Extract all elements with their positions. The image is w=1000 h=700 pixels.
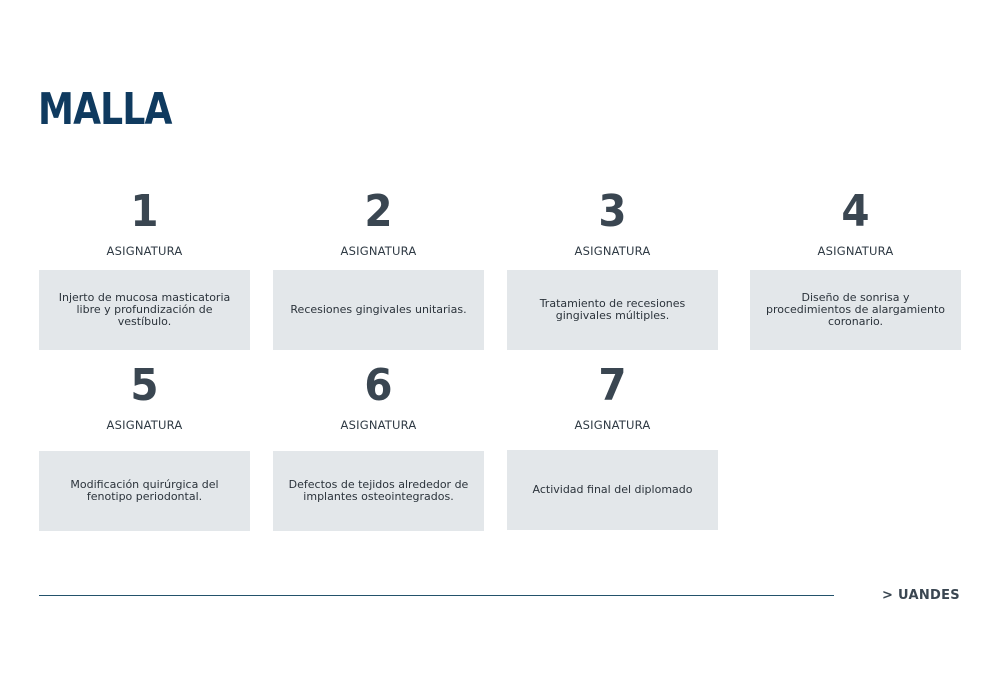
module-number: 7 — [598, 360, 627, 411]
module-number: 6 — [364, 360, 393, 411]
footer-divider — [39, 595, 834, 596]
module-description: Tratamiento de recesiones gingivales múl… — [539, 297, 686, 322]
module-description: Recesiones gingivales unitarias. — [290, 303, 467, 316]
module-label: ASIGNATURA — [340, 244, 417, 258]
brand-logo: > UANDES — [882, 588, 960, 603]
module-4-card: Diseño de sonrisa y procedimientos de al… — [750, 270, 961, 350]
module-label: ASIGNATURA — [106, 244, 183, 258]
module-4-header: 4 ASIGNATURA — [750, 190, 961, 260]
page-title: MALLA — [38, 84, 172, 135]
module-6-header: 6 ASIGNATURA — [273, 364, 484, 434]
module-1-card: Injerto de mucosa masticatoria libre y p… — [39, 270, 250, 350]
module-5-card: Modificación quirúrgica del fenotipo per… — [39, 451, 250, 531]
module-3-card: Tratamiento de recesiones gingivales múl… — [507, 270, 718, 350]
module-label: ASIGNATURA — [340, 418, 417, 432]
module-3-header: 3 ASIGNATURA — [507, 190, 718, 260]
module-2-header: 2 ASIGNATURA — [273, 190, 484, 260]
module-number: 4 — [841, 186, 870, 237]
module-description: Actividad final del diplomado — [532, 483, 693, 496]
module-description: Modificación quirúrgica del fenotipo per… — [70, 478, 219, 503]
module-7-card: Actividad final del diplomado — [507, 450, 718, 530]
module-description: Defectos de tejidos alrededor de implant… — [288, 478, 469, 503]
module-label: ASIGNATURA — [574, 244, 651, 258]
module-number: 3 — [598, 186, 627, 237]
module-5-header: 5 ASIGNATURA — [39, 364, 250, 434]
module-number: 1 — [130, 186, 159, 237]
module-label: ASIGNATURA — [574, 418, 651, 432]
module-number: 5 — [130, 360, 159, 411]
module-6-card: Defectos de tejidos alrededor de implant… — [273, 451, 484, 531]
module-7-header: 7 ASIGNATURA — [507, 364, 718, 434]
module-description: Diseño de sonrisa y procedimientos de al… — [765, 291, 946, 328]
module-2-card: Recesiones gingivales unitarias. — [273, 270, 484, 350]
module-1-header: 1 ASIGNATURA — [39, 190, 250, 260]
module-label: ASIGNATURA — [106, 418, 183, 432]
module-description: Injerto de mucosa masticatoria libre y p… — [58, 291, 231, 328]
module-number: 2 — [364, 186, 393, 237]
module-label: ASIGNATURA — [817, 244, 894, 258]
